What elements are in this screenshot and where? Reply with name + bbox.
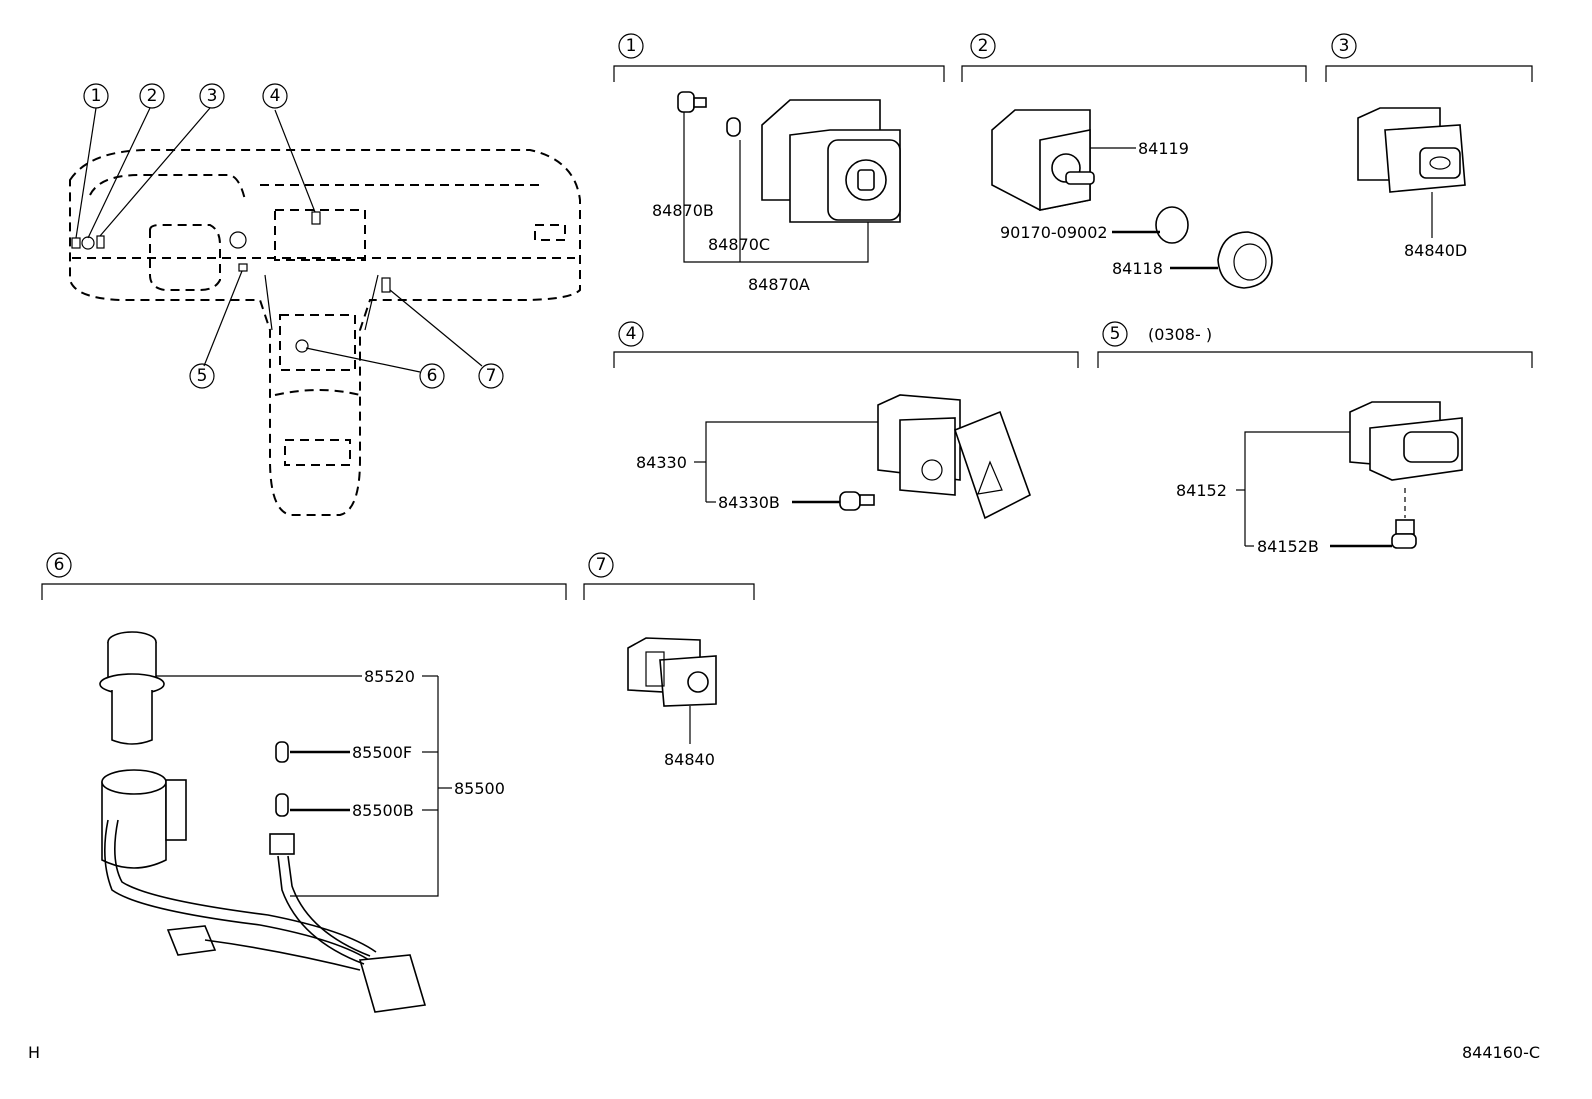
overview-callout-5-text: 5 (197, 366, 208, 386)
lighter-socket-icon (101, 769, 377, 963)
switch-84840D-icon (1357, 107, 1466, 193)
overview-callout-5: 5 (189, 363, 215, 389)
knob-small-icon (1155, 206, 1189, 244)
hazard-switch-icon (877, 394, 1031, 520)
group-6-number: 6 (54, 555, 65, 575)
overview-callout-4: 4 (262, 83, 288, 109)
overview-callout-7-text: 7 (486, 366, 497, 386)
group-3: 3 84840D (1325, 33, 1533, 260)
part-label-84119: 84119 (1138, 139, 1189, 158)
part-label-84330B: 84330B (718, 493, 780, 512)
part-label-84330: 84330 (636, 453, 687, 472)
footer-left-code: H (28, 1043, 40, 1062)
bulb-84152B-icon (1391, 519, 1417, 549)
part-label-84870C: 84870C (708, 235, 770, 254)
group-2-number: 2 (978, 36, 989, 56)
bulb-84330B-icon (839, 491, 875, 511)
part-label-84152B: 84152B (1257, 537, 1319, 556)
group-5: 5 (0308- ) 84152 84152B (1097, 321, 1533, 556)
knob-large-icon (1217, 231, 1273, 289)
group-7-number: 7 (596, 555, 607, 575)
bulb-85500B-icon (275, 793, 289, 817)
part-label-85500B: 85500B (352, 801, 414, 820)
bulb-85500F-icon (275, 741, 289, 763)
switch-84119-icon (991, 109, 1095, 211)
part-label-84870A: 84870A (748, 275, 810, 294)
group-5-number: 5 (1110, 324, 1121, 344)
overview-callout-6-text: 6 (427, 366, 438, 386)
part-label-90170-09002: 90170-09002 (1000, 223, 1108, 242)
group-1: 1 84870B 84870C 84870A (613, 33, 945, 294)
overview-callout-7: 7 (478, 363, 504, 389)
overview-callout-4-text: 4 (270, 86, 281, 106)
overview-callout-2: 2 (139, 83, 165, 109)
part-label-84840: 84840 (664, 750, 715, 769)
bulb-socket-icon (677, 91, 707, 113)
switch-84840-icon (627, 637, 717, 707)
group-2: 2 84119 90170-09002 84118 (961, 33, 1307, 289)
connector-large-icon (358, 954, 427, 1013)
connector-small-icon (166, 925, 217, 956)
switch-84870A-icon (761, 99, 901, 223)
group-6: 6 85520 (41, 552, 567, 1013)
overview-callout-6: 6 (419, 363, 445, 389)
group-1-number: 1 (626, 36, 637, 56)
cigarette-lighter-icon (99, 631, 165, 745)
part-label-84870B: 84870B (652, 201, 714, 220)
overview-callout-3: 3 (199, 83, 225, 109)
part-label-84840D: 84840D (1404, 241, 1467, 260)
overview-callout-2-text: 2 (147, 86, 158, 106)
part-label-84152: 84152 (1176, 481, 1227, 500)
part-label-85500: 85500 (454, 779, 505, 798)
overview-callout-1-text: 1 (91, 86, 102, 106)
overview-callout-3-text: 3 (207, 86, 218, 106)
group-5-date-range: (0308- ) (1148, 325, 1212, 344)
group-7: 7 84840 (583, 552, 755, 769)
footer-diagram-number: 844160-C (1462, 1043, 1540, 1062)
dashboard-overview: 1 2 3 4 5 6 7 (69, 83, 581, 516)
bulb-socket-85500-icon (269, 833, 371, 965)
part-label-85520: 85520 (364, 667, 415, 686)
dimmer-switch-84152-icon (1349, 401, 1463, 481)
group-3-number: 3 (1339, 36, 1350, 56)
part-label-85500F: 85500F (352, 743, 412, 762)
group-4-number: 4 (626, 324, 637, 344)
group-4: 4 84330 84330B (613, 321, 1079, 520)
overview-callout-1: 1 (83, 83, 109, 109)
bulb-icon (726, 117, 741, 137)
part-label-84118: 84118 (1112, 259, 1163, 278)
